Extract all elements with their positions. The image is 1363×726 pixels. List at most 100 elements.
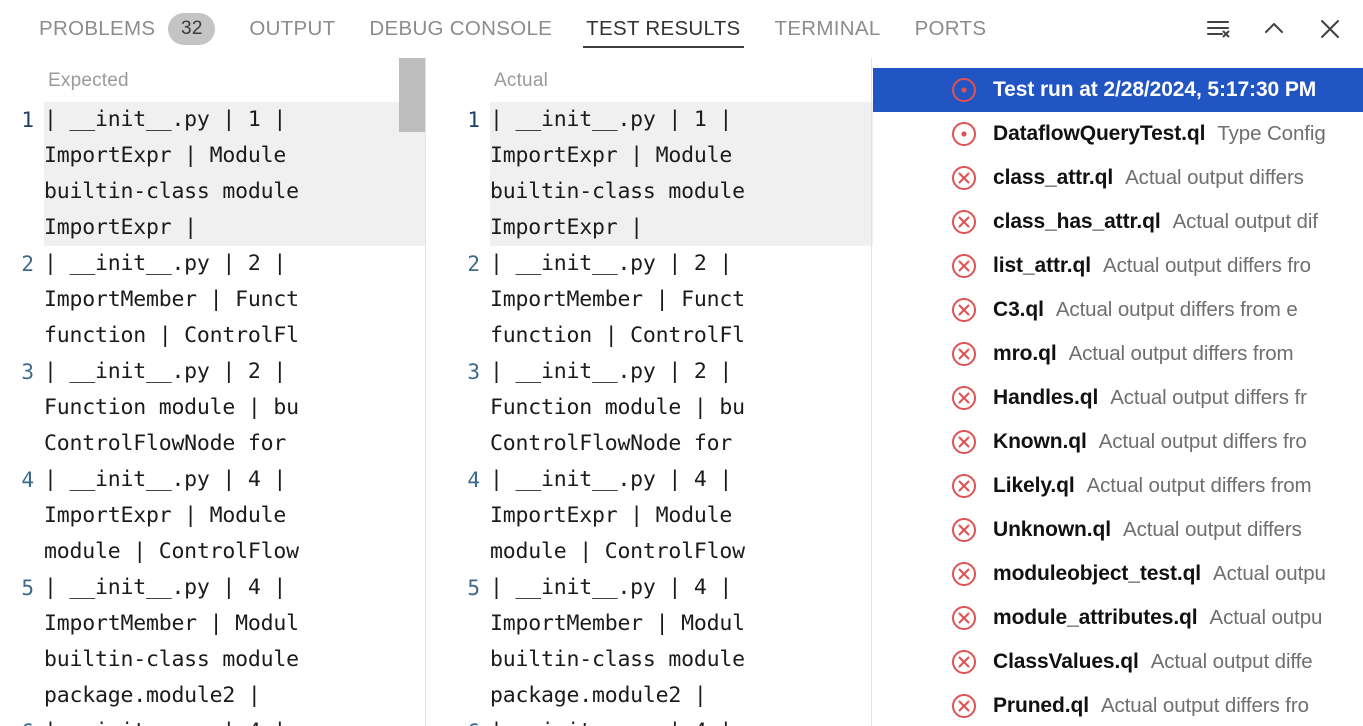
code-line: 4 | __init__.py | 4 | ImportExpr | Module…	[446, 462, 873, 570]
expected-scrollbar-thumb[interactable]	[399, 58, 425, 132]
actual-vertical-scrollbar[interactable]	[845, 58, 871, 726]
test-item-message: Actual output differs from	[1086, 474, 1312, 497]
test-item-label: class_attr.ql	[993, 166, 1114, 189]
line-number: 6	[0, 714, 44, 726]
chevron-up-icon[interactable]	[1257, 12, 1291, 46]
test-item-message: Type Config	[1217, 122, 1326, 145]
test-item-row[interactable]: Handles.ql Actual output differs fr	[873, 376, 1363, 420]
error-x-icon	[949, 647, 979, 677]
test-item-label: moduleobject_test.ql	[993, 562, 1202, 585]
line-number: 4	[21, 468, 34, 492]
line-number: 3	[467, 360, 480, 384]
code-line: 5 | __init__.py | 4 | ImportMember | Modu…	[446, 570, 873, 714]
code-line: 1| __init__.py | 1 | ImportExpr | Module…	[446, 102, 873, 246]
test-run-label: Test run at 2/28/2024, 5:17:30 PM	[993, 78, 1317, 101]
error-x-icon	[949, 515, 979, 545]
test-item-message: Actual output differs fr	[1110, 386, 1307, 409]
test-item-row[interactable]: Pruned.ql Actual output differs fro	[873, 684, 1363, 726]
error-x-icon	[949, 251, 979, 281]
test-item-label: Likely.ql	[993, 474, 1075, 497]
test-item-row[interactable]: Likely.ql Actual output differs from	[873, 464, 1363, 508]
error-dot-icon	[949, 119, 979, 149]
code-line: 3 | __init__.py | 2 | Function module | b…	[0, 354, 426, 462]
test-item-row[interactable]: class_attr.ql Actual output differs	[873, 156, 1363, 200]
test-item-label: class_has_attr.ql	[993, 210, 1161, 233]
test-item-message: Actual output differs	[1125, 166, 1304, 189]
test-run-root-row[interactable]: Test run at 2/28/2024, 5:17:30 PM	[873, 68, 1363, 112]
error-x-icon	[949, 691, 979, 721]
tab-ports[interactable]: PORTS	[898, 0, 1004, 58]
line-content: | __init__.py | 4 | ImportMember | Modul…	[490, 575, 745, 708]
error-x-icon	[949, 339, 979, 369]
expected-code-block[interactable]: 1| __init__.py | 1 | ImportExpr | Module…	[0, 102, 426, 726]
line-content: | __init__.py | 2 | ImportMember | Funct…	[44, 251, 299, 348]
tab-test-results[interactable]: TEST RESULTS	[569, 0, 757, 58]
line-number: 5	[21, 576, 34, 600]
clear-output-icon[interactable]	[1201, 12, 1235, 46]
error-x-icon	[949, 471, 979, 501]
line-content: | __init__.py | 4 |	[490, 714, 873, 726]
test-item-label: C3.ql	[993, 298, 1044, 321]
test-item-label: DataflowQueryTest.ql	[993, 122, 1206, 145]
test-item-label: Handles.ql	[993, 386, 1099, 409]
test-item-label: Unknown.ql	[993, 518, 1111, 541]
error-x-icon	[949, 207, 979, 237]
line-number: 6	[446, 714, 490, 726]
line-number: 5	[467, 576, 480, 600]
actual-scrollbar-thumb[interactable]	[845, 58, 871, 132]
error-x-icon	[949, 295, 979, 325]
error-x-icon	[949, 163, 979, 193]
test-item-message: Actual output differs fro	[1098, 430, 1307, 453]
test-item-message: Actual output differs from e	[1055, 298, 1298, 321]
line-content: | __init__.py | 4 | ImportExpr | Module …	[490, 467, 745, 564]
line-content: | __init__.py | 2 | Function module | bu…	[44, 359, 299, 456]
pane-divider-left	[425, 58, 426, 726]
test-item-message: Actual output differs fro	[1100, 694, 1309, 717]
test-item-message: Actual output diffe	[1150, 650, 1313, 673]
actual-code-block[interactable]: 1| __init__.py | 1 | ImportExpr | Module…	[446, 102, 873, 726]
error-x-icon	[949, 603, 979, 633]
error-x-icon	[949, 383, 979, 413]
line-number: 3	[21, 360, 34, 384]
code-line: 1| __init__.py | 1 | ImportExpr | Module…	[0, 102, 426, 246]
line-number: 4	[467, 468, 480, 492]
panel-header: PROBLEMS 32 OUTPUT DEBUG CONSOLE TEST RESULT…	[0, 0, 1363, 58]
error-dot-icon	[949, 75, 979, 105]
line-content: | __init__.py | 2 | ImportMember | Funct…	[490, 251, 745, 348]
tab-terminal[interactable]: TERMINAL	[758, 0, 898, 58]
code-line: 2| __init__.py | 2 | ImportMember | Func…	[446, 246, 873, 354]
test-item-row[interactable]: C3.ql Actual output differs from e	[873, 288, 1363, 332]
tab-label: TERMINAL	[774, 16, 881, 40]
line-content: | __init__.py | 4 | ImportExpr | Module …	[44, 467, 299, 564]
test-results-tree[interactable]: Test run at 2/28/2024, 5:17:30 PM Dataflo…	[873, 58, 1363, 726]
close-icon[interactable]	[1313, 12, 1347, 46]
tab-debug-console[interactable]: DEBUG CONSOLE	[352, 0, 569, 58]
tab-output[interactable]: OUTPUT	[232, 0, 352, 58]
test-item-message: Actual output differs from	[1068, 342, 1294, 365]
expected-vertical-scrollbar[interactable]	[399, 58, 425, 726]
test-item-row[interactable]: DataflowQueryTest.ql Type Config	[873, 112, 1363, 156]
test-item-label: list_attr.ql	[993, 254, 1091, 277]
tab-label: TEST RESULTS	[586, 16, 741, 40]
actual-pane: Actual 1| __init__.py | 1 | ImportExpr |…	[446, 58, 873, 726]
problems-count-badge: 32	[168, 12, 216, 45]
test-item-label: Pruned.ql	[993, 694, 1089, 717]
tab-problems[interactable]: PROBLEMS 32	[22, 0, 232, 58]
line-content: | __init__.py | 4 | ImportMember | Modul…	[44, 575, 299, 708]
line-number: 1	[467, 108, 480, 132]
actual-pane-title: Actual	[494, 70, 549, 91]
error-x-icon	[949, 427, 979, 457]
tab-label: DEBUG CONSOLE	[369, 16, 553, 40]
code-line: 2| __init__.py | 2 | ImportMember | Func…	[0, 246, 426, 354]
tab-label: PROBLEMS	[39, 16, 156, 40]
test-item-message: Actual outpu	[1209, 606, 1323, 629]
